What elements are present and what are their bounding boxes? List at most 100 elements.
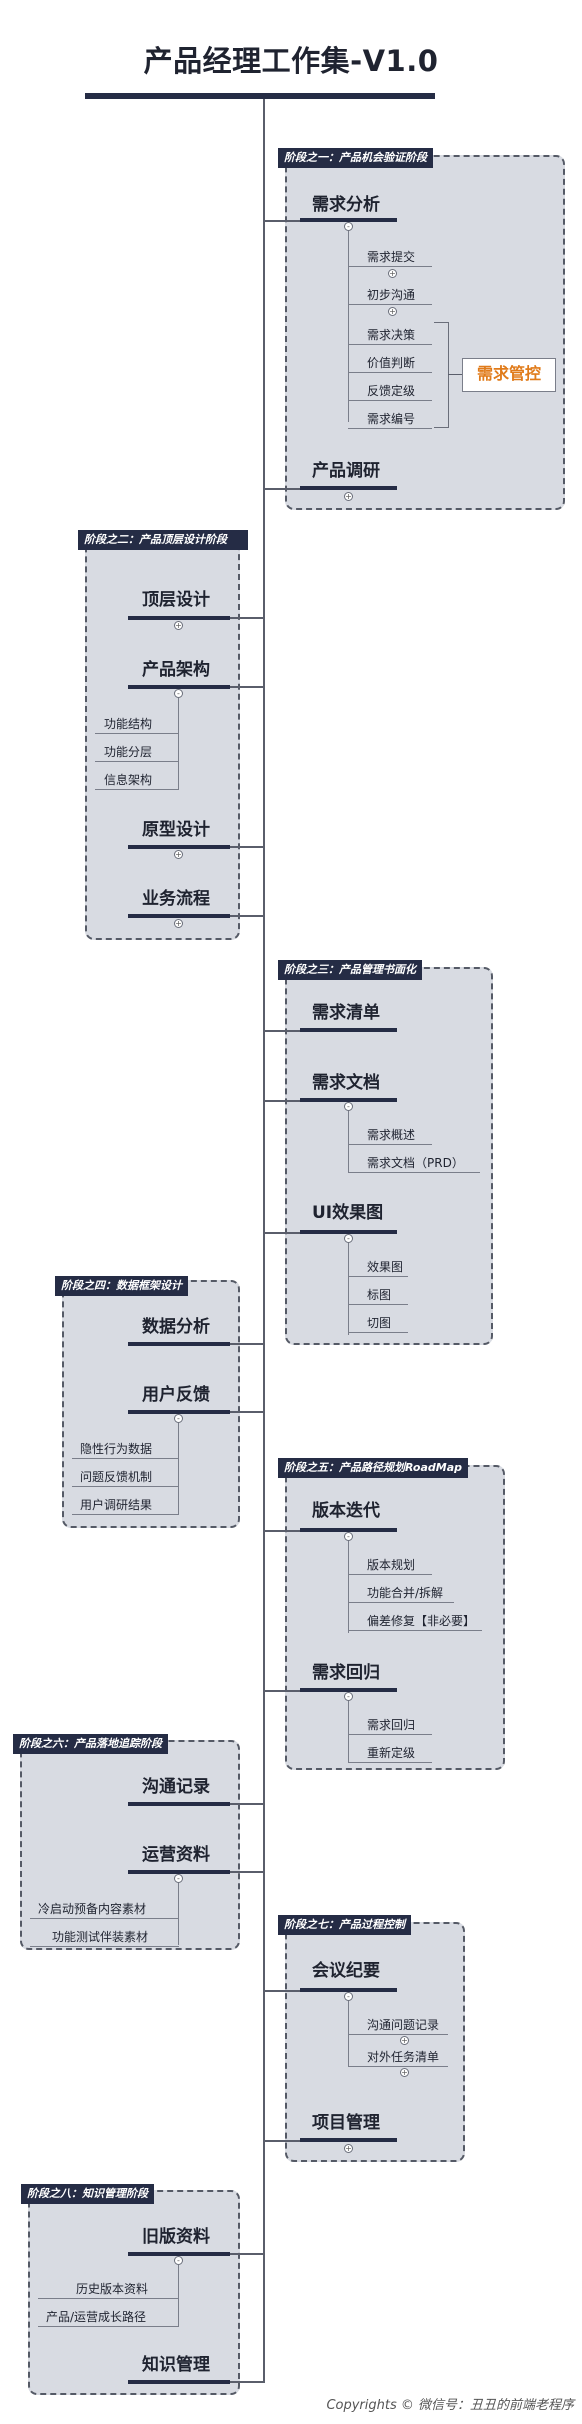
node-operation-materials[interactable]: 运营资料 xyxy=(142,1845,210,1865)
sub-underline xyxy=(348,1762,432,1763)
sub-item[interactable]: 信息架构 xyxy=(104,773,153,787)
expand-icon[interactable]: - xyxy=(344,1532,353,1541)
node-top-design[interactable]: 顶层设计 xyxy=(142,590,210,610)
node-data-analysis[interactable]: 数据分析 xyxy=(142,1317,210,1337)
expand-icon[interactable]: - xyxy=(344,1234,353,1243)
stage-7-tag: 阶段之七：产品过程控制 xyxy=(278,1915,411,1935)
expand-icon[interactable]: - xyxy=(174,1874,183,1883)
expand-icon[interactable]: - xyxy=(344,1992,353,2001)
node-prototype-design[interactable]: 原型设计 xyxy=(142,820,210,840)
node-user-feedback[interactable]: 用户反馈 xyxy=(142,1385,210,1405)
node-underline xyxy=(300,218,397,222)
node-requirement-analysis[interactable]: 需求分析 xyxy=(312,195,380,215)
main-spine-line xyxy=(263,99,265,2381)
stage-4-tag: 阶段之四：数据框架设计 xyxy=(55,1276,188,1296)
sub-underline xyxy=(38,2326,179,2327)
connector xyxy=(263,1990,300,1992)
node-underline xyxy=(128,2380,230,2384)
sub-underline xyxy=(38,2298,179,2299)
sub-item[interactable]: 沟通问题记录 xyxy=(367,2018,440,2032)
node-underline xyxy=(128,1342,230,1346)
sub-item[interactable]: 标图 xyxy=(367,1288,392,1302)
stage-8-tag: 阶段之八：知识管理阶段 xyxy=(21,2184,154,2204)
connector xyxy=(448,374,462,375)
sub-item[interactable]: 价值判断 xyxy=(367,356,416,370)
sub-item[interactable]: 效果图 xyxy=(367,1260,404,1274)
node-underline xyxy=(128,1870,230,1874)
expand-icon[interactable]: - xyxy=(174,689,183,698)
node-ui-mockup[interactable]: UI效果图 xyxy=(312,1203,384,1223)
sub-underline xyxy=(348,1574,432,1575)
stage-1-panel xyxy=(285,155,565,510)
stage-1-tag: 阶段之一：产品机会验证阶段 xyxy=(278,148,433,168)
node-legacy-materials[interactable]: 旧版资料 xyxy=(142,2227,210,2247)
expand-icon[interactable]: + xyxy=(388,269,397,278)
sub-item[interactable]: 功能测试伴装素材 xyxy=(52,1930,149,1944)
node-requirement-regression[interactable]: 需求回归 xyxy=(312,1663,380,1683)
expand-icon[interactable]: + xyxy=(400,2036,409,2045)
node-project-management[interactable]: 项目管理 xyxy=(312,2113,380,2133)
sub-underline xyxy=(348,344,432,345)
sub-item[interactable]: 用户调研结果 xyxy=(80,1498,153,1512)
node-meeting-minutes[interactable]: 会议纪要 xyxy=(312,1961,380,1981)
sub-item[interactable]: 冷启动预备内容素材 xyxy=(38,1902,147,1916)
sub-item[interactable]: 需求决策 xyxy=(367,328,416,342)
sub-item[interactable]: 功能分层 xyxy=(104,745,153,759)
node-business-flow[interactable]: 业务流程 xyxy=(142,889,210,909)
sub-item[interactable]: 需求概述 xyxy=(367,1128,416,1142)
requirement-control-callout[interactable]: 需求管控 xyxy=(462,358,556,392)
node-requirement-doc[interactable]: 需求文档 xyxy=(312,1073,380,1093)
node-underline xyxy=(300,1528,397,1532)
connector xyxy=(230,846,263,848)
sub-item[interactable]: 初步沟通 xyxy=(367,288,416,302)
branch-line xyxy=(348,1111,349,1173)
expand-icon[interactable]: - xyxy=(344,1102,353,1111)
sub-item[interactable]: 功能合并/拆解 xyxy=(367,1586,444,1600)
stage-2-tag: 阶段之二：产品顶层设计阶段 xyxy=(78,530,248,550)
expand-icon[interactable]: + xyxy=(344,2144,353,2153)
sub-item[interactable]: 切图 xyxy=(367,1316,392,1330)
sub-item[interactable]: 需求文档（PRD） xyxy=(367,1156,464,1170)
node-product-architecture[interactable]: 产品架构 xyxy=(142,660,210,680)
sub-item[interactable]: 版本规划 xyxy=(367,1558,416,1572)
sub-item[interactable]: 重新定级 xyxy=(367,1746,416,1760)
sub-item[interactable]: 问题反馈机制 xyxy=(80,1470,153,1484)
expand-icon[interactable]: - xyxy=(174,1414,183,1423)
expand-icon[interactable]: + xyxy=(174,850,183,859)
connector xyxy=(230,2381,265,2383)
node-version-iteration[interactable]: 版本迭代 xyxy=(312,1501,380,1521)
stage-6-panel xyxy=(20,1740,240,1950)
sub-item[interactable]: 功能结构 xyxy=(104,717,153,731)
sub-item[interactable]: 需求回归 xyxy=(367,1718,416,1732)
sub-item[interactable]: 偏差修复【非必要】 xyxy=(367,1614,476,1628)
sub-underline xyxy=(348,1304,408,1305)
sub-item[interactable]: 产品/运营成长路径 xyxy=(46,2310,147,2324)
sub-item[interactable]: 对外任务清单 xyxy=(367,2050,440,2064)
sub-underline xyxy=(30,1946,179,1947)
connector xyxy=(263,2140,300,2142)
expand-icon[interactable]: + xyxy=(400,2068,409,2077)
sub-item[interactable]: 需求提交 xyxy=(367,250,416,264)
expand-icon[interactable]: - xyxy=(344,1692,353,1701)
node-underline xyxy=(128,914,230,918)
node-communication-record[interactable]: 沟通记录 xyxy=(142,1777,210,1797)
node-requirement-list[interactable]: 需求清单 xyxy=(312,1003,380,1023)
expand-icon[interactable]: + xyxy=(174,621,183,630)
stage-6-tag: 阶段之六：产品落地追踪阶段 xyxy=(13,1734,168,1754)
expand-icon[interactable]: + xyxy=(388,307,397,316)
sub-item[interactable]: 历史版本资料 xyxy=(76,2282,149,2296)
expand-icon[interactable]: - xyxy=(174,2256,183,2265)
sub-item[interactable]: 需求编号 xyxy=(367,412,416,426)
expand-icon[interactable]: - xyxy=(344,222,353,231)
sub-item[interactable]: 隐性行为数据 xyxy=(80,1442,153,1456)
connector xyxy=(230,1411,263,1413)
expand-icon[interactable]: + xyxy=(174,919,183,928)
expand-icon[interactable]: + xyxy=(344,492,353,501)
node-underline xyxy=(128,2252,230,2256)
node-knowledge-management[interactable]: 知识管理 xyxy=(142,2355,210,2375)
branch-line xyxy=(178,2265,179,2327)
node-product-research[interactable]: 产品调研 xyxy=(312,461,380,481)
sub-underline xyxy=(348,428,432,429)
sub-item[interactable]: 反馈定级 xyxy=(367,384,416,398)
connector xyxy=(263,220,300,222)
